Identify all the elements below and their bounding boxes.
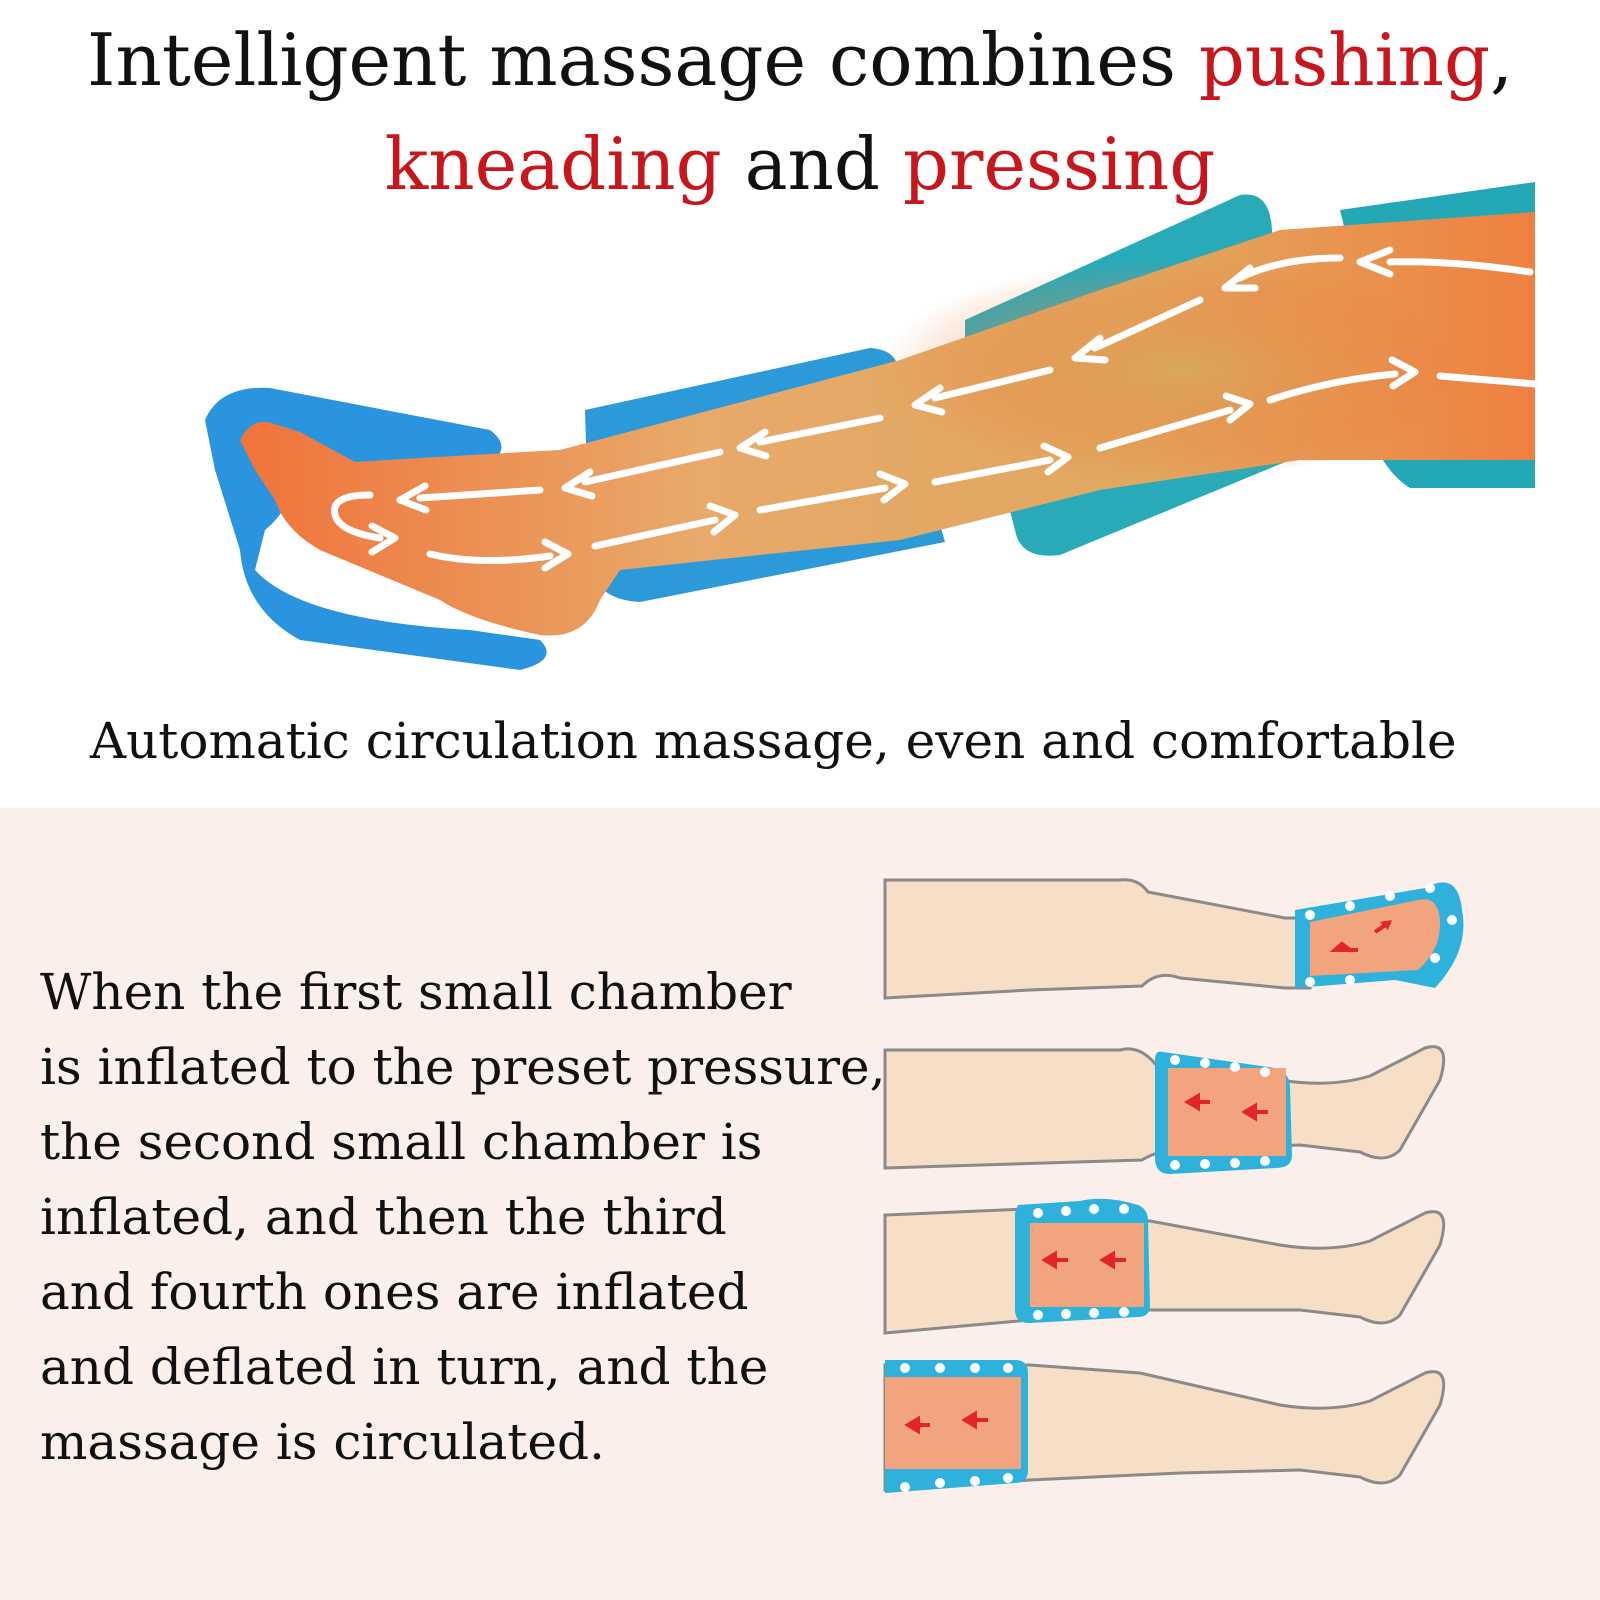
description-line: When the first small chamber [40, 963, 792, 1021]
step-knee-inflated [883, 1198, 1446, 1335]
description-line: inflated, and then the third [40, 1188, 727, 1246]
flow-arrows [330, 246, 1539, 572]
headline-and: and [721, 122, 903, 206]
description: When the first small chamber is inflated… [40, 955, 886, 1480]
description-line: the second small chamber is [40, 1113, 763, 1171]
leg-compression-illustration [205, 182, 1539, 670]
description-line: is inflated to the preset pressure, [40, 1038, 886, 1096]
subtitle: Automatic circulation massage, even and … [90, 712, 1457, 770]
description-line: massage is circulated. [40, 1413, 605, 1471]
headline-comma: , [1490, 18, 1513, 102]
headline-kneading: kneading [384, 122, 722, 206]
description-line: and deflated in turn, and the [40, 1338, 769, 1396]
headline-pressing: pressing [902, 122, 1216, 206]
inflation-sequence-illustration [883, 878, 1464, 1493]
headline-pushing: pushing [1198, 18, 1491, 102]
step-thigh-inflated [883, 1360, 1446, 1493]
step-foot-inflated [883, 878, 1464, 1000]
headline-part1: Intelligent massage combines [87, 18, 1199, 102]
description-line: and fourth ones are inflated [40, 1263, 749, 1321]
headline: Intelligent massage combines pushing, kn… [0, 8, 1600, 216]
step-calf-inflated [883, 1045, 1446, 1174]
